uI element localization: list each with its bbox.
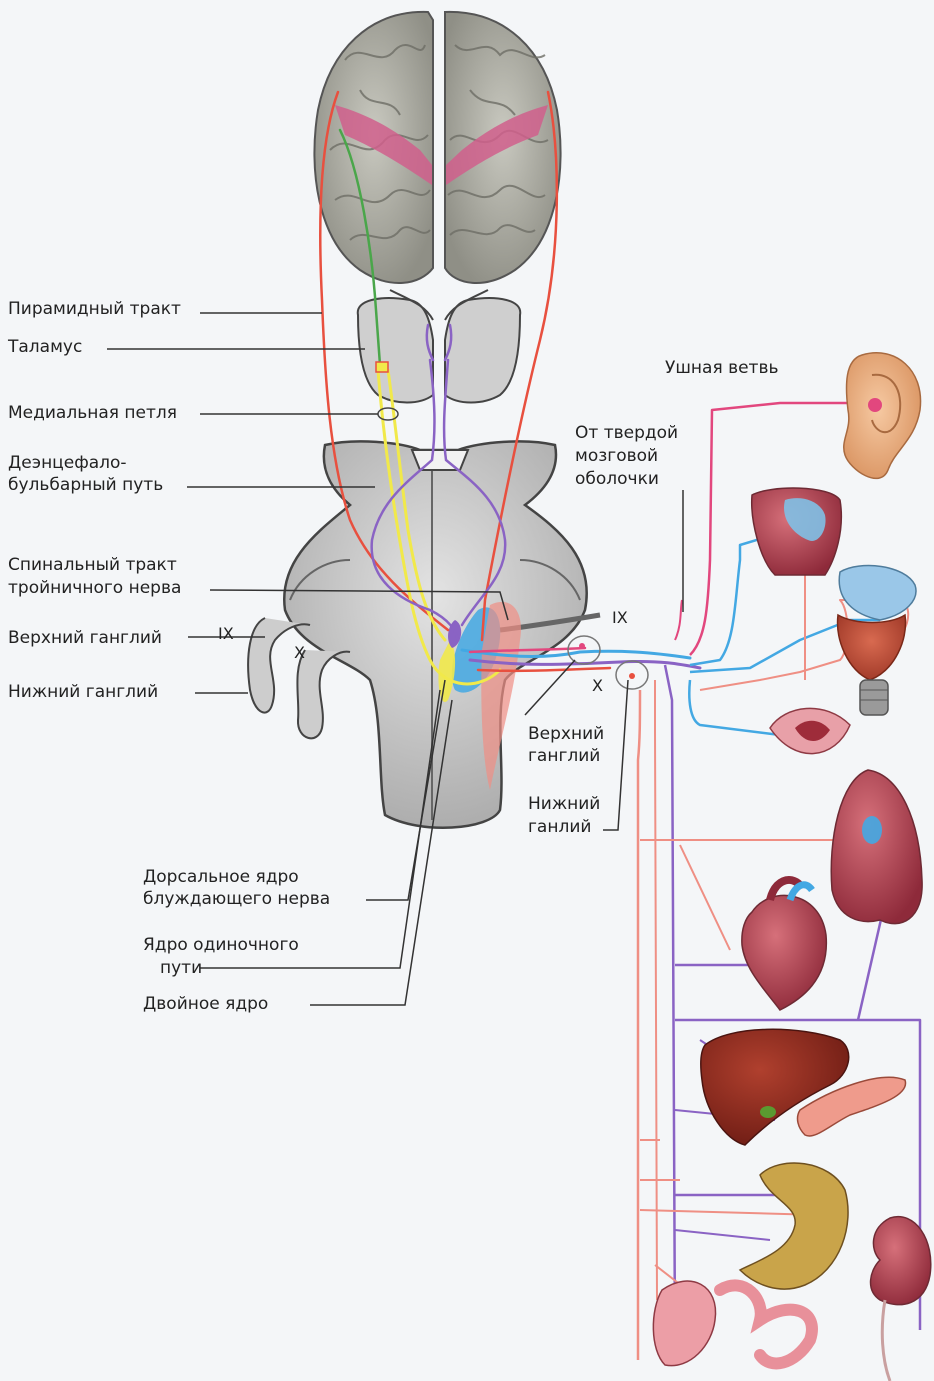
label-nucleus-ambiguus: Двойное ядро (143, 993, 268, 1015)
label-dura-line1: От твердой (575, 422, 678, 444)
label-solitary-nucleus-line1: Ядро одиночного (143, 934, 299, 956)
label-medial-lemniscus: Медиальная петля (8, 402, 177, 424)
kidney (871, 1217, 931, 1381)
label-dorsal-nucleus-line1: Дорсальное ядро (143, 866, 299, 888)
label-dorsal-nucleus-line2: блуждающего нерва (143, 888, 330, 910)
pharynx (752, 488, 842, 575)
label-superior-ganglion-right-line2: ганглий (528, 745, 600, 767)
label-inferior-ganglion-left: Нижний ганглий (8, 681, 158, 703)
label-pyramidal-tract: Пирамидный тракт (8, 298, 181, 320)
label-inferior-ganglion-right-line2: ганлий (528, 816, 591, 838)
brainstem (248, 441, 600, 827)
label-diencephalo-bulbar-line2: бульбарный путь (8, 474, 163, 496)
larynx-thyroid (838, 566, 916, 715)
label-superior-ganglion-left: Верхний ганглий (8, 627, 162, 649)
ear (844, 353, 921, 479)
numeral-ix-right: IX (612, 608, 628, 627)
numeral-x-left: X (294, 643, 305, 662)
lung (831, 770, 922, 924)
heart (742, 880, 827, 1010)
label-dura-line2: мозговой (575, 445, 658, 467)
label-spinal-trigeminal-line1: Спинальный тракт (8, 554, 177, 576)
label-superior-ganglion-right-line1: Верхний (528, 723, 604, 745)
label-inferior-ganglion-right-line1: Нижний (528, 793, 600, 815)
brain-hemispheres (314, 12, 560, 283)
stomach (740, 1163, 848, 1289)
numeral-x-right: X (592, 676, 603, 695)
thalamus-diencephalon (358, 290, 520, 403)
label-solitary-nucleus-line2: пути (160, 957, 202, 979)
larynx-vocal (770, 708, 850, 753)
label-spinal-trigeminal-line2: тройничного нерва (8, 577, 181, 599)
label-thalamus: Таламус (8, 336, 82, 358)
label-dura-line3: оболочки (575, 468, 659, 490)
intestines (653, 1281, 812, 1366)
numeral-ix-left: IX (218, 624, 234, 643)
label-diencephalo-bulbar-line1: Деэнцефало- (8, 452, 127, 474)
label-auricular-branch: Ушная ветвь (665, 357, 779, 379)
